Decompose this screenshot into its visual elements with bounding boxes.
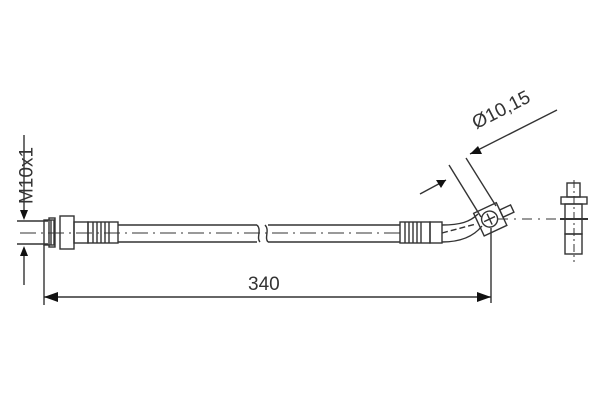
hose-body bbox=[118, 224, 400, 243]
length-dimension bbox=[43, 228, 492, 305]
right-fitting bbox=[399, 213, 483, 244]
diameter-dimension bbox=[419, 109, 558, 218]
length-label: 340 bbox=[248, 274, 280, 295]
thread-size-label: M10x1 bbox=[16, 146, 38, 205]
thread-dimension bbox=[17, 135, 48, 285]
bolt-side-view bbox=[560, 180, 588, 262]
banjo-block bbox=[472, 201, 515, 237]
